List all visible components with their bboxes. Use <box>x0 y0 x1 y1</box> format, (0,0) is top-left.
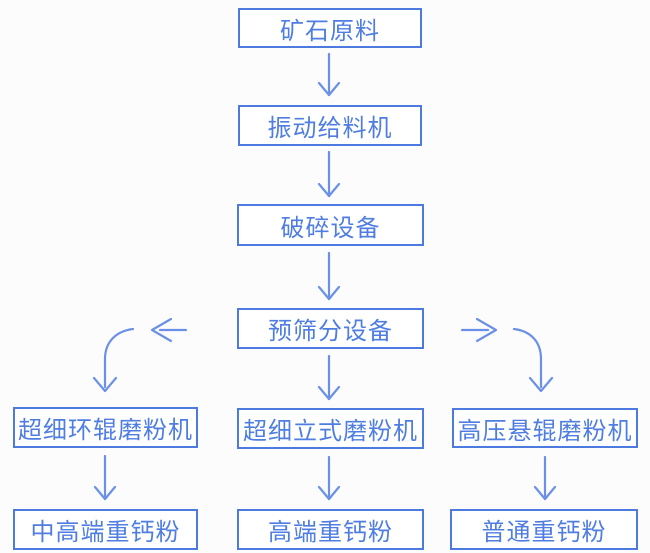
node-high-end-heavy-calcium-powder: 高端重钙粉 <box>237 509 424 550</box>
node-high-pressure-suspension-mill: 高压悬辊磨粉机 <box>452 408 638 448</box>
node-pre-screening: 预筛分设备 <box>237 308 424 349</box>
arrow-branch-right-horizontal <box>460 317 498 343</box>
arrow-ring-roller-mill-to-powder <box>93 454 117 501</box>
arrow-suspension-mill-to-powder <box>533 455 557 501</box>
node-ore: 矿石原料 <box>238 8 422 48</box>
node-vibrating-feeder: 振动给料机 <box>238 105 422 146</box>
arrow-crusher-to-prescreening <box>317 251 341 301</box>
node-ordinary-heavy-calcium-powder: 普通重钙粉 <box>450 509 638 550</box>
node-ultrafine-vertical-mill: 超细立式磨粉机 <box>237 408 424 449</box>
node-crusher: 破碎设备 <box>237 204 424 246</box>
node-mid-high-end-heavy-calcium-powder: 中高端重钙粉 <box>13 509 198 550</box>
arrow-ore-to-feeder <box>317 52 341 97</box>
arrow-branch-right-curve <box>512 327 554 393</box>
arrow-prescreening-to-vertical-mill <box>317 354 341 401</box>
arrow-branch-left-horizontal <box>150 317 188 343</box>
arrow-feeder-to-crusher <box>317 150 341 198</box>
node-ultrafine-ring-roller-mill: 超细环辊磨粉机 <box>13 407 198 448</box>
arrow-branch-left-curve <box>92 327 135 393</box>
arrow-vertical-mill-to-powder <box>317 455 341 501</box>
